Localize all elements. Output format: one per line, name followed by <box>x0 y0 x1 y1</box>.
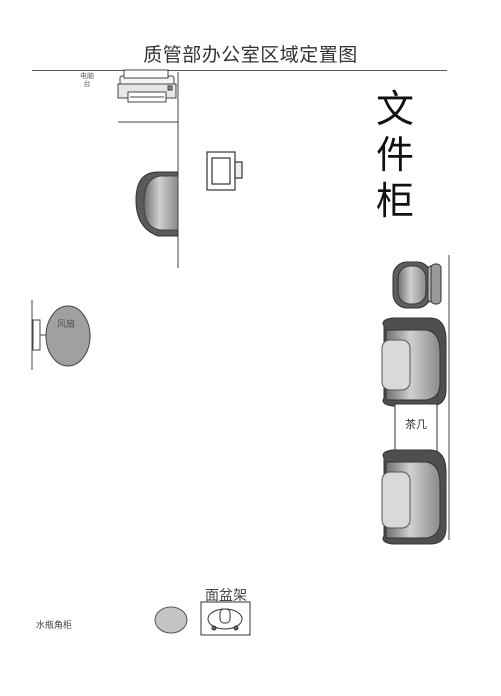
armchair-icon <box>392 261 442 309</box>
basin-rack-label: 面盆架 <box>205 588 247 604</box>
printer-label: 电脑台 <box>80 72 94 88</box>
sofa-icon-upper <box>381 317 447 407</box>
walls <box>31 72 450 540</box>
sofa-icon-lower <box>381 449 447 545</box>
printer-icon <box>117 69 177 103</box>
title-underline <box>32 70 447 71</box>
fan-label: 风扇 <box>56 320 75 330</box>
diagram-title: 质管部办公室区域定置图 <box>143 44 358 66</box>
water-cabinet-label: 水瓶角柜 <box>36 621 73 631</box>
tea-table-label: 茶几 <box>405 418 427 431</box>
water-cabinet-icon <box>154 606 188 634</box>
basin-rack-icon <box>200 601 251 636</box>
computer-monitor-icon <box>206 151 243 191</box>
fan-icon <box>32 305 91 367</box>
tea-table-icon <box>394 403 438 453</box>
office-chair-icon <box>135 171 179 237</box>
file-cabinet-label: 文件柜 <box>375 87 414 223</box>
